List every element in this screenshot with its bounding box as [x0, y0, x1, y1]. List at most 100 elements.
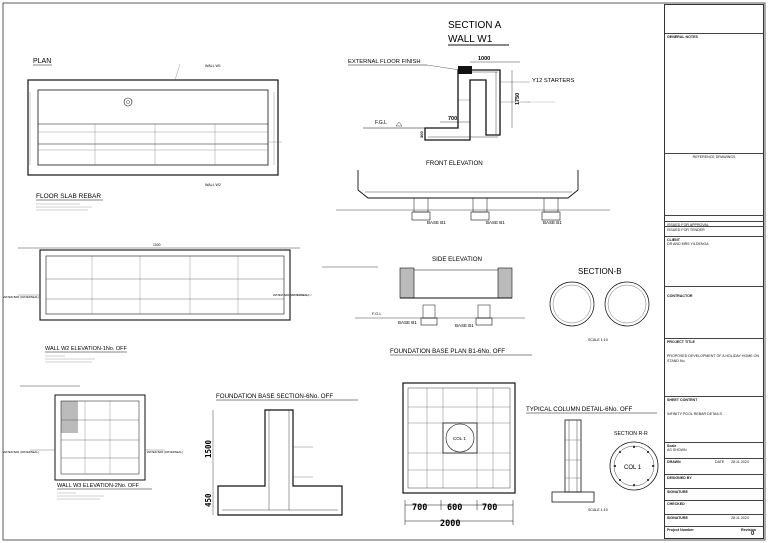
typical-column-detail-view: TYPICAL COLUMN DETAIL-6No. OFF SCALE 1:1… [526, 406, 659, 512]
front-base-b1-label-3: BASE B1 [543, 220, 562, 225]
plan-view: PLAN WALL W1 WALL W2 FLOOR SLAB REBAR [27, 58, 282, 211]
side-elevation-view: SIDE ELEVATION F.G.L BASE B1 BASE B1 [322, 256, 525, 328]
front-elevation-title: FRONT ELEVATION [426, 160, 483, 167]
dim-600: 600 [447, 503, 462, 513]
sheet-content-section: SHEET CONTENT INFINITY POOL REBAR DETAIL… [665, 396, 763, 442]
client-name: DR AND MRS YILDENGA [667, 242, 709, 247]
section-rr-circle [609, 441, 659, 491]
contractor-label: CONTRACTOR [667, 294, 693, 298]
project-number-section: Project Number Revision 0 [665, 526, 763, 539]
designed-section: DESIGNED BY [665, 474, 763, 488]
drain-symbol [123, 97, 133, 107]
drawn-date: 28.11.2024 [731, 460, 749, 464]
wall-w3-elevation-title: WALL W3 ELEVATION-2No. OFF [57, 483, 140, 489]
general-notes-section: GENERAL NOTES [665, 33, 763, 153]
dim-2000: 2000 [440, 519, 460, 529]
foundation-base-plan-view: FOUNDATION BASE PLAN B1-6No. OFF COL 1 7… [390, 348, 532, 529]
w2-water-bar-right: WATER BAR (WATERSEAL) [273, 293, 309, 297]
side-elevation-title: SIDE ELEVATION [432, 256, 482, 263]
drawn-date-label: DATE [715, 460, 725, 464]
front-base-2 [470, 197, 490, 221]
section-a-view: SECTION A WALL W1 EXTERNAL FLOOR FINISH … [348, 20, 574, 141]
foundation-base-section-view: FOUNDATION BASE SECTION-6No. OFF 1500 45… [204, 393, 358, 516]
revision-value: 0 [751, 531, 755, 537]
project-number-label: Project Number [667, 528, 694, 532]
section-b-circle-right [604, 281, 650, 327]
sheet-content: INFINITY POOL REBAR DETAILS [667, 412, 722, 417]
revision-label: Revision [741, 528, 756, 532]
reference-drawings-label: REFERENCE DRAWINGS [692, 155, 736, 159]
dim-300: 300 [419, 131, 424, 138]
front-base-1 [411, 197, 431, 221]
designed-label: DESIGNED BY [667, 476, 692, 480]
section-rr-title: SECTION R-R [614, 431, 648, 437]
project-title-section: PROJECT TITLE PROPOSED DEVELOPMENT OF A … [665, 338, 763, 396]
client-section: CLIENT DR AND MRS YILDENGA [665, 236, 763, 286]
section-rr-col1-label: COL 1 [624, 465, 642, 471]
section-b-view: SECTION-B SCALE 1:10 [549, 267, 650, 342]
scale-value: AS SHOWN [667, 448, 687, 453]
contractor-section: CONTRACTOR [665, 286, 763, 338]
foundation-base-plan-title: FOUNDATION BASE PLAN B1-6No. OFF [390, 348, 505, 355]
client-label: CLIENT [667, 238, 680, 242]
column-detail-scale: SCALE 1:10 [588, 508, 608, 512]
front-base-b1-label-1: BASE B1 [427, 220, 446, 225]
base-plan-column-circle [445, 423, 475, 453]
dim-700: 700 [448, 116, 457, 122]
signature-label-2: SIGNATURE [667, 516, 688, 520]
w3-water-bar-left: WATER BAR (WATERSEAL) [3, 450, 39, 454]
front-elevation-view: FRONT ELEVATION BASE B1 BASE B1 BASE B1 [336, 160, 610, 225]
signature-section: SIGNATURE [665, 488, 763, 500]
plan-title: PLAN [33, 58, 51, 65]
y12-starters-label: Y12 STARTERS [532, 78, 574, 84]
drawn-section: DRAWN DATE 28.11.2024 [665, 458, 763, 474]
plan-wall-w2-label: WALL W2 [205, 183, 221, 187]
plan-wall-w1-label: WALL W1 [205, 64, 221, 68]
signature-label: SIGNATURE [667, 490, 688, 494]
dim-1000: 1000 [478, 56, 490, 62]
checked-date: 28.11.2024 [731, 516, 749, 520]
floor-slab-rebar-title: FLOOR SLAB REBAR [36, 193, 101, 200]
dim-700-left: 700 [412, 503, 427, 513]
dim-700-right: 700 [482, 503, 497, 513]
fgl-label-section-a: F.G.L [375, 120, 387, 126]
front-base-3 [541, 197, 561, 221]
drawn-label: DRAWN [667, 460, 681, 464]
fgl-label-side: F.G.L [372, 311, 382, 316]
dim-1750: 1750 [515, 93, 521, 105]
reference-drawings-section: REFERENCE DRAWINGS [665, 153, 763, 215]
title-block: GENERAL NOTES REFERENCE DRAWINGS ISSUED … [664, 4, 764, 539]
section-b-title: SECTION-B [578, 267, 622, 276]
section-b-scale: SCALE 1:10 [588, 338, 608, 342]
dim-450: 450 [204, 493, 213, 507]
title-block-header [665, 5, 763, 33]
dim-1500: 1500 [204, 439, 213, 458]
signature-section-2: SIGNATURE 28.11.2024 [665, 514, 763, 526]
section-a-title: SECTION A [448, 20, 502, 31]
scale-label: Scale [667, 444, 677, 448]
wall-w2-elevation-view: 1000 WATER BAR (WATERSEAL) WATER BAR (WA… [3, 243, 312, 363]
front-base-b1-label-2: BASE B1 [486, 220, 505, 225]
issued-for-tender: ISSUED FOR TENDER [665, 226, 763, 231]
issued-for-approval: ISSUED FOR APPROVAL [665, 221, 763, 226]
section-b-circle-left [549, 281, 595, 327]
typical-column-detail-title: TYPICAL COLUMN DETAIL-6No. OFF [526, 406, 632, 413]
checked-label: CHECKED [667, 502, 685, 506]
w3-water-bar-right: WATER BAR (WATERSEAL) [147, 450, 183, 454]
side-base-b1-label-1: BASE B1 [398, 320, 417, 325]
project-title-label: PROJECT TITLE [667, 340, 695, 344]
base-plan-col1-label: COL 1 [453, 436, 466, 441]
foundation-base-section-title: FOUNDATION BASE SECTION-6No. OFF [216, 393, 333, 400]
w2-water-bar-left: WATER BAR (WATERSEAL) [3, 295, 39, 299]
scale-section: Scale AS SHOWN [665, 442, 763, 458]
wall-w3-elevation-view: WATER BAR (WATERSEAL) WATER BAR (WATERSE… [3, 385, 183, 500]
external-floor-finish-label: EXTERNAL FLOOR FINISH [348, 59, 421, 65]
svg-text:1000: 1000 [153, 243, 161, 247]
project-title: PROPOSED DEVELOPMENT OF A HOLIDAY HOME O… [667, 354, 760, 363]
general-notes-label: GENERAL NOTES [667, 35, 698, 39]
wall-w2-elevation-title: WALL W2 ELEVATION-1No. OFF [45, 346, 128, 352]
revision-rows [665, 215, 763, 220]
wall-w1-title: WALL W1 [448, 34, 493, 45]
